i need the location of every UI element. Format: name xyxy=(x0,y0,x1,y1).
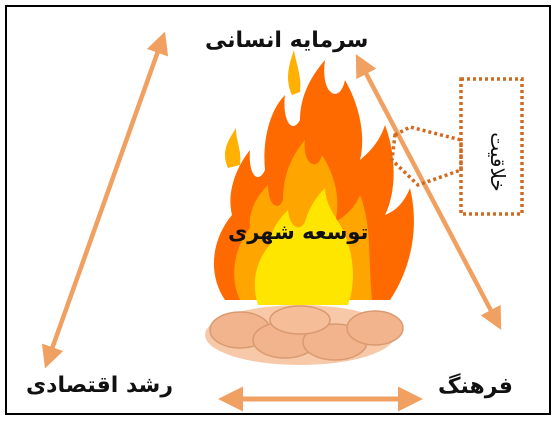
center-urban-development: توسعه شهری xyxy=(228,220,369,244)
creativity-callout xyxy=(390,77,524,216)
logs xyxy=(205,305,404,365)
node-culture: فرهنگ xyxy=(438,374,513,399)
callout-pointer xyxy=(390,125,463,188)
node-economic-growth: رشد اقتصادی xyxy=(26,373,173,398)
campfire-illustration xyxy=(205,50,414,365)
flame-spark-top xyxy=(288,50,301,95)
node-human-capital: سرمایه انسانی xyxy=(205,28,369,53)
creativity-label: خلاقیت xyxy=(485,132,510,192)
flame-spark-left xyxy=(225,128,241,168)
arrow-left-side xyxy=(41,31,169,369)
arrows xyxy=(41,31,502,412)
creativity-box xyxy=(459,77,524,216)
arrow-right-side xyxy=(355,54,502,330)
flame-inner xyxy=(254,188,353,305)
